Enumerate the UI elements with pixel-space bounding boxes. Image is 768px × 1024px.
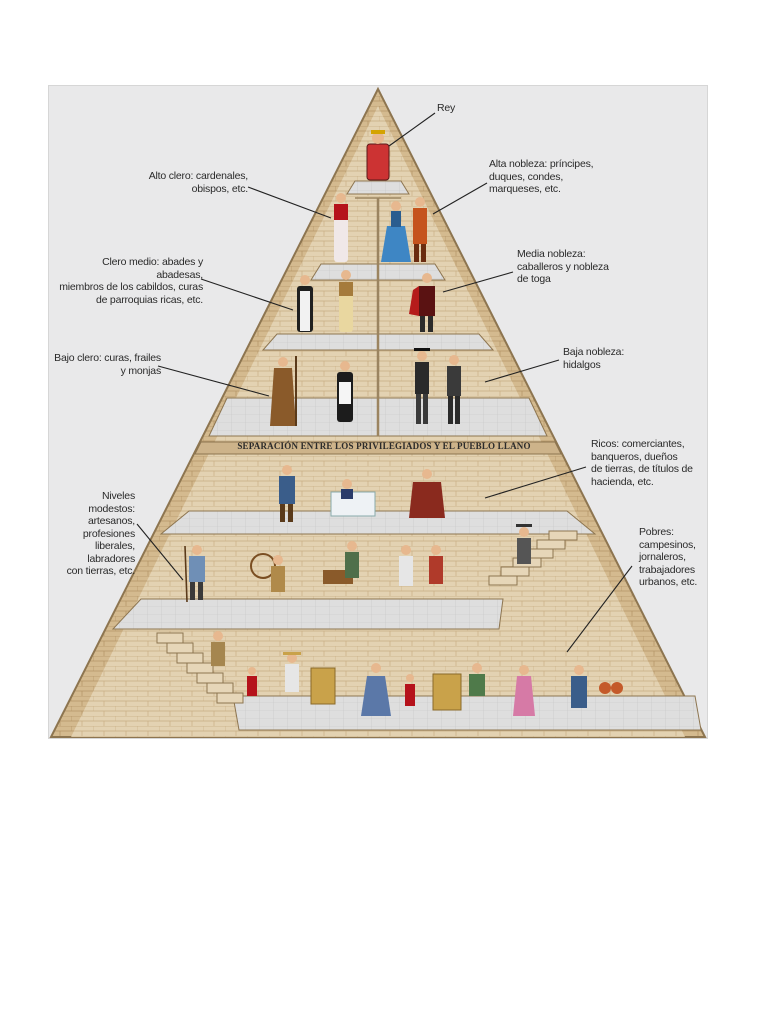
leader-bajo-clero: [157, 365, 270, 397]
figure-king: [366, 130, 390, 181]
label-niveles-modestos: Niveles modestos: artesanos, profesiones…: [66, 490, 136, 577]
figure-child-2: [405, 674, 415, 706]
figure-potter: [571, 665, 623, 708]
figure-hidalgo-1: [414, 348, 430, 424]
figure-banker-desk: [330, 479, 376, 517]
leader-ricos: [484, 466, 587, 499]
leader-rey: [388, 112, 436, 147]
figure-cardinal: [334, 193, 348, 262]
figure-laborer: [184, 545, 205, 603]
figure-abbot: [297, 275, 313, 332]
figure-child-1: [247, 667, 257, 696]
leader-baja-nobleza: [484, 359, 560, 383]
figure-merchant: [279, 465, 295, 522]
figure-landowner: [409, 469, 445, 518]
figure-knight: [409, 273, 435, 332]
figure-friar: [270, 356, 297, 426]
figure-peasant-stairs: [211, 631, 225, 666]
figure-hidalgo-2: [447, 355, 461, 424]
label-clero-medio: Clero medio: abades y abadesas, miembros…: [59, 256, 203, 306]
left-staircase: [156, 632, 244, 704]
figure-climber: [516, 524, 532, 564]
label-alta-nobleza: Alta nobleza: príncipes, duques, condes,…: [489, 158, 594, 195]
figure-carpenter: [323, 541, 359, 584]
figure-doctor: [399, 545, 413, 586]
pyramid-illustration: [49, 86, 707, 738]
pyramid-diagram: Rey Alto clero: cardenales, obispos, etc…: [48, 85, 708, 739]
wheat-sheaf-1: [310, 667, 336, 705]
tier-ricos-floor: [159, 510, 597, 535]
label-ricos: Ricos: comerciantes, banqueros, dueños d…: [591, 438, 693, 488]
label-bajo-clero: Bajo clero: curas, frailes y monjas: [54, 352, 161, 377]
label-pobres: Pobres: campesinos, jornaleros, trabajad…: [639, 526, 698, 588]
leader-alta-nobleza: [432, 182, 488, 215]
leader-clero-medio: [200, 278, 294, 311]
leader-alto-clero: [247, 186, 332, 219]
leader-lines: [136, 112, 633, 653]
wheat-sheaf-2: [432, 673, 462, 711]
tier-king-floor: [346, 180, 410, 195]
figure-patient: [429, 545, 443, 584]
label-alto-clero: Alto clero: cardenales, obispos, etc.: [148, 170, 248, 195]
figure-priest: [337, 361, 353, 422]
figure-noble-man: [413, 197, 427, 262]
figure-woman-pink: [513, 665, 535, 716]
figure-canon: [339, 270, 353, 332]
separation-band: [194, 441, 562, 455]
label-baja-nobleza: Baja nobleza: hidalgos: [563, 346, 625, 371]
label-media-nobleza: Media nobleza: caballeros y nobleza de t…: [517, 248, 609, 285]
leader-media-nobleza: [442, 271, 514, 293]
figure-artisan-spinner: [250, 553, 285, 592]
figure-noble-lady: [381, 201, 411, 262]
tier-modestos-floor: [111, 598, 504, 630]
figure-woman-blue: [361, 663, 391, 716]
leader-niveles-modestos: [136, 523, 184, 581]
tier-pobres-floor: [232, 695, 702, 731]
label-rey: Rey: [437, 102, 456, 114]
figure-reaper: [283, 652, 301, 692]
figure-harvester: [469, 663, 485, 696]
leader-pobres: [566, 565, 633, 653]
separation-label: SEPARACIÓN ENTRE LOS PRIVILEGIADOS Y EL …: [237, 441, 531, 451]
